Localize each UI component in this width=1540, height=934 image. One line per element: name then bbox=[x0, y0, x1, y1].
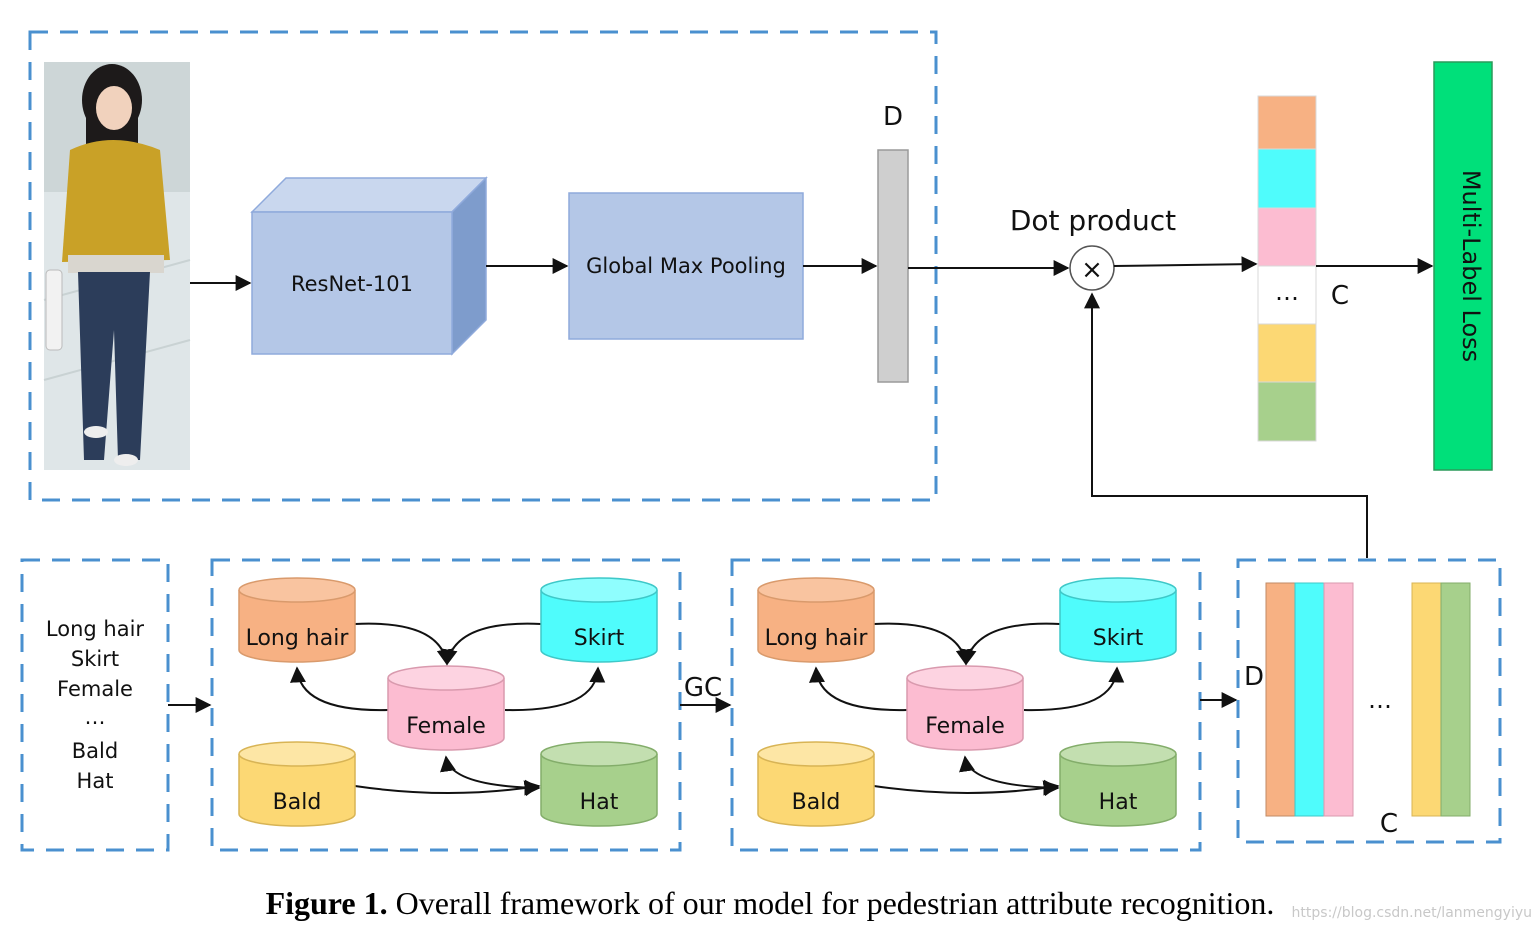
output-cell-2 bbox=[1257, 148, 1317, 209]
svg-text:Bald: Bald bbox=[273, 790, 322, 815]
attribute-item: Skirt bbox=[71, 647, 119, 671]
matrix-column bbox=[1411, 582, 1442, 817]
svg-text:Female: Female bbox=[406, 714, 486, 739]
pedestrian-image bbox=[43, 62, 191, 470]
dot-product-label: Dot product bbox=[1010, 204, 1176, 237]
svg-text:Hat: Hat bbox=[580, 790, 619, 815]
graph-2: Long hair Skirt Female Bald Hat bbox=[757, 577, 1177, 827]
feature-dim-label: D bbox=[883, 102, 903, 132]
svg-text:Long hair: Long hair bbox=[765, 626, 869, 651]
graph-1: Long hair Skirt Female Bald Hat bbox=[238, 577, 658, 827]
graph-2-region bbox=[730, 558, 1202, 852]
figure-caption: Figure 1. Overall framework of our model… bbox=[0, 885, 1540, 922]
matrix-ellipsis: … bbox=[1368, 686, 1392, 714]
attribute-list: Long hair Skirt Female … Bald Hat bbox=[46, 617, 145, 793]
output-cell-5 bbox=[1257, 323, 1317, 383]
graph-node-hat: Hat bbox=[1059, 741, 1177, 827]
watermark: https://blog.csdn.net/lanmengyiyu bbox=[1291, 905, 1532, 921]
classifier-matrix: … bbox=[1265, 582, 1471, 817]
svg-text:Hat: Hat bbox=[1099, 790, 1138, 815]
svg-text:Female: Female bbox=[925, 714, 1005, 739]
figure-caption-text: Overall framework of our model for pedes… bbox=[395, 885, 1275, 921]
attribute-item: Bald bbox=[72, 739, 118, 763]
pooling-label: Global Max Pooling bbox=[586, 254, 786, 278]
attribute-item: Female bbox=[57, 677, 133, 701]
output-ellipsis: … bbox=[1275, 278, 1299, 306]
matrix-column bbox=[1440, 582, 1471, 817]
arrow-classifier-to-dot bbox=[1084, 292, 1368, 558]
classifier-matrix-region bbox=[1236, 558, 1502, 844]
graph-node-skirt: Skirt bbox=[1059, 577, 1177, 663]
matrix-col-label: C bbox=[1380, 809, 1398, 839]
image-branch-region bbox=[28, 30, 938, 502]
matrix-column bbox=[1323, 582, 1354, 817]
graph-node-long-hair: Long hair bbox=[757, 577, 875, 663]
svg-text:Skirt: Skirt bbox=[574, 626, 625, 651]
figure-number: Figure 1. bbox=[265, 885, 388, 921]
matrix-column bbox=[1294, 582, 1325, 817]
graph-node-female: Female bbox=[387, 665, 505, 751]
graph-node-bald: Bald bbox=[757, 741, 875, 827]
graph-node-bald: Bald bbox=[238, 741, 356, 827]
attribute-item: Hat bbox=[77, 769, 114, 793]
output-score-vector: … bbox=[1257, 95, 1317, 442]
output-cell-6 bbox=[1257, 381, 1317, 442]
loss-bar bbox=[1433, 61, 1493, 471]
gc-label: GC bbox=[684, 673, 722, 703]
svg-text:Long hair: Long hair bbox=[246, 626, 350, 651]
graph-node-female: Female bbox=[906, 665, 1024, 751]
multi-label-loss: Multi-Label Loss bbox=[1433, 61, 1493, 471]
attribute-list-region bbox=[20, 558, 170, 852]
loss-label: Multi-Label Loss bbox=[1457, 170, 1485, 362]
output-cell-4 bbox=[1257, 265, 1317, 325]
svg-text:Bald: Bald bbox=[792, 790, 841, 815]
attribute-item: Long hair bbox=[46, 617, 145, 641]
output-dim-label: C bbox=[1331, 281, 1349, 311]
matrix-row-label: D bbox=[1244, 662, 1264, 692]
graph-node-skirt: Skirt bbox=[540, 577, 658, 663]
dot-product-node: × bbox=[1069, 245, 1115, 291]
pooling-block: Global Max Pooling bbox=[568, 192, 804, 340]
svg-text:Skirt: Skirt bbox=[1093, 626, 1144, 651]
arrow-dot-to-output bbox=[1113, 256, 1258, 273]
graph-node-long-hair: Long hair bbox=[238, 577, 356, 663]
matrix-column bbox=[1265, 582, 1296, 817]
output-cell-3 bbox=[1257, 207, 1317, 267]
resnet-label: ResNet-101 bbox=[291, 272, 413, 296]
graph-node-hat: Hat bbox=[540, 741, 658, 827]
feature-vector bbox=[877, 149, 909, 383]
attribute-item: … bbox=[85, 705, 106, 729]
resnet-block: ResNet-101 bbox=[250, 176, 488, 356]
output-cell-1 bbox=[1257, 95, 1317, 150]
dot-product-symbol: × bbox=[1081, 255, 1103, 285]
